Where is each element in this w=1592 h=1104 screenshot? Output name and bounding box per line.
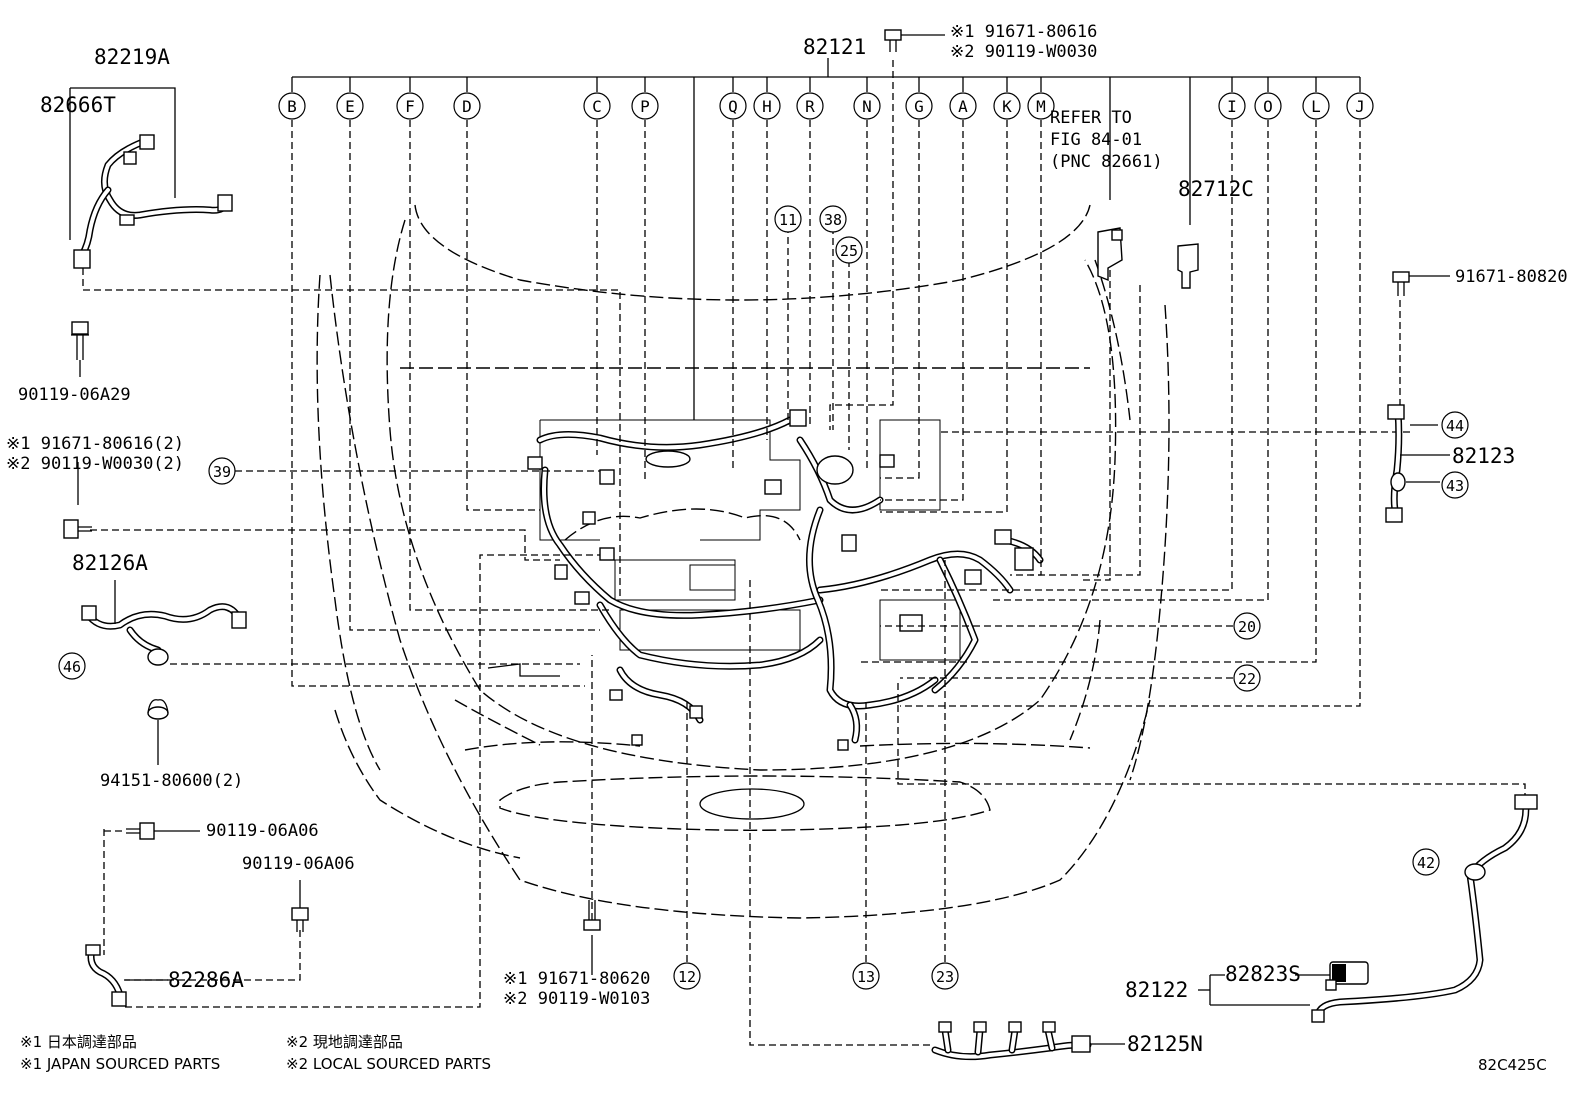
letter-callout-labels: B E F D C P Q H R N G A K M I O L J [287, 97, 1365, 116]
refer-line-2: FIG 84-01 [1050, 130, 1142, 150]
harness-82219a [69, 87, 233, 269]
callout-23: 23 [936, 968, 954, 986]
label-bottom-bolt-2: ※2 90119-W0103 [503, 989, 650, 1009]
callout-d: D [462, 97, 472, 116]
part-number-labels: 82219A 82666T 82121 82126A 82286A 82123 … [6, 22, 1568, 1056]
leader-lines [82, 58, 1526, 1046]
callout-k: K [1002, 97, 1012, 116]
callout-j: J [1355, 97, 1365, 116]
callout-m: M [1036, 97, 1046, 116]
harness-82122 [1198, 794, 1538, 1023]
callout-43: 43 [1446, 477, 1464, 495]
label-82712c: 82712C [1178, 177, 1254, 201]
number-callouts [58, 205, 1469, 990]
bolt-90119-06a06-a [104, 822, 200, 840]
vehicle-outline [316, 204, 1170, 919]
legend-jp-1: ※1 日本調達部品 [20, 1033, 137, 1051]
label-82123: 82123 [1452, 444, 1515, 468]
callout-c: C [592, 97, 602, 116]
label-82125n: 82125N [1127, 1032, 1203, 1056]
label-grommet: 94151-80600(2) [100, 771, 243, 791]
callout-25: 25 [840, 242, 858, 260]
label-left-clip-1: ※1 91671-80616(2) [6, 434, 184, 454]
refer-line-3: (PNC 82661) [1050, 152, 1163, 172]
legend: ※1 日本調達部品 ※2 現地調達部品 ※1 JAPAN SOURCED PAR… [20, 1033, 491, 1073]
label-82286a: 82286A [168, 968, 244, 992]
callout-b: B [287, 97, 297, 116]
figure-code: 82C425C [1478, 1056, 1547, 1074]
harness-82286a [85, 944, 168, 1007]
label-bottom-bolt-1: ※1 91671-80620 [503, 969, 650, 989]
label-bolt-b: 90119-06A06 [242, 854, 355, 874]
bolt-bottom [583, 900, 601, 975]
bolt-90119-06a06-b [291, 880, 309, 932]
legend-en-2: ※2 LOCAL SOURCED PARTS [286, 1055, 491, 1073]
label-82823s: 82823S [1225, 962, 1301, 986]
callout-i: I [1227, 97, 1237, 116]
callout-p: P [640, 97, 650, 116]
harness-82125n [931, 1021, 1125, 1061]
callout-n: N [862, 97, 872, 116]
callout-e: E [345, 97, 355, 116]
harness-82126a [81, 580, 247, 666]
harness-82712c [1177, 243, 1199, 289]
label-82666t: 82666T [40, 93, 116, 117]
label-right-bolt: 91671-80820 [1455, 267, 1568, 287]
label-82121: 82121 [803, 35, 866, 59]
label-left-clip-2: ※2 90119-W0030(2) [6, 454, 184, 474]
clip-bolt-left [63, 462, 92, 539]
callout-r: R [805, 97, 815, 116]
label-top-bolt-2: ※2 90119-W0030 [950, 42, 1097, 62]
callout-13: 13 [857, 968, 875, 986]
callout-l: L [1311, 97, 1321, 116]
callout-22: 22 [1238, 670, 1256, 688]
label-82126a: 82126A [72, 551, 148, 575]
refer-line-1: REFER TO [1050, 108, 1132, 128]
main-harness-assembly [527, 409, 1044, 751]
callout-39: 39 [213, 463, 231, 481]
callout-12: 12 [678, 968, 696, 986]
callout-11: 11 [779, 211, 797, 229]
callout-a: A [958, 97, 968, 116]
harness-refer-part [1097, 227, 1123, 282]
bolt-91671-80820 [1392, 271, 1450, 296]
callout-q: Q [728, 97, 738, 116]
callout-20: 20 [1238, 618, 1256, 636]
callout-42: 42 [1417, 854, 1435, 872]
callout-h: H [762, 97, 772, 116]
legend-jp-2: ※2 現地調達部品 [286, 1033, 403, 1051]
label-top-bolt-1: ※1 91671-80616 [950, 22, 1097, 42]
letter-callouts [278, 92, 1374, 120]
part-82823s [1295, 961, 1369, 991]
legend-en-1: ※1 JAPAN SOURCED PARTS [20, 1055, 220, 1073]
label-left-bolt: 90119-06A29 [18, 385, 131, 405]
callout-38: 38 [824, 211, 842, 229]
bolt-top [884, 29, 945, 52]
label-bolt-a: 90119-06A06 [206, 821, 319, 841]
callout-o: O [1263, 97, 1273, 116]
callout-f: F [405, 97, 415, 116]
callout-44: 44 [1446, 417, 1464, 435]
harness-82123 [1385, 404, 1450, 523]
number-callout-labels: 11 38 25 39 44 43 46 20 22 42 12 13 23 [63, 211, 1464, 986]
label-82219a: 82219A [94, 45, 170, 69]
callout-g: G [914, 97, 924, 116]
label-82122: 82122 [1125, 978, 1188, 1002]
grommet-94151 [147, 699, 169, 765]
bolt-90119-06a29 [71, 321, 89, 377]
callout-46: 46 [63, 658, 81, 676]
